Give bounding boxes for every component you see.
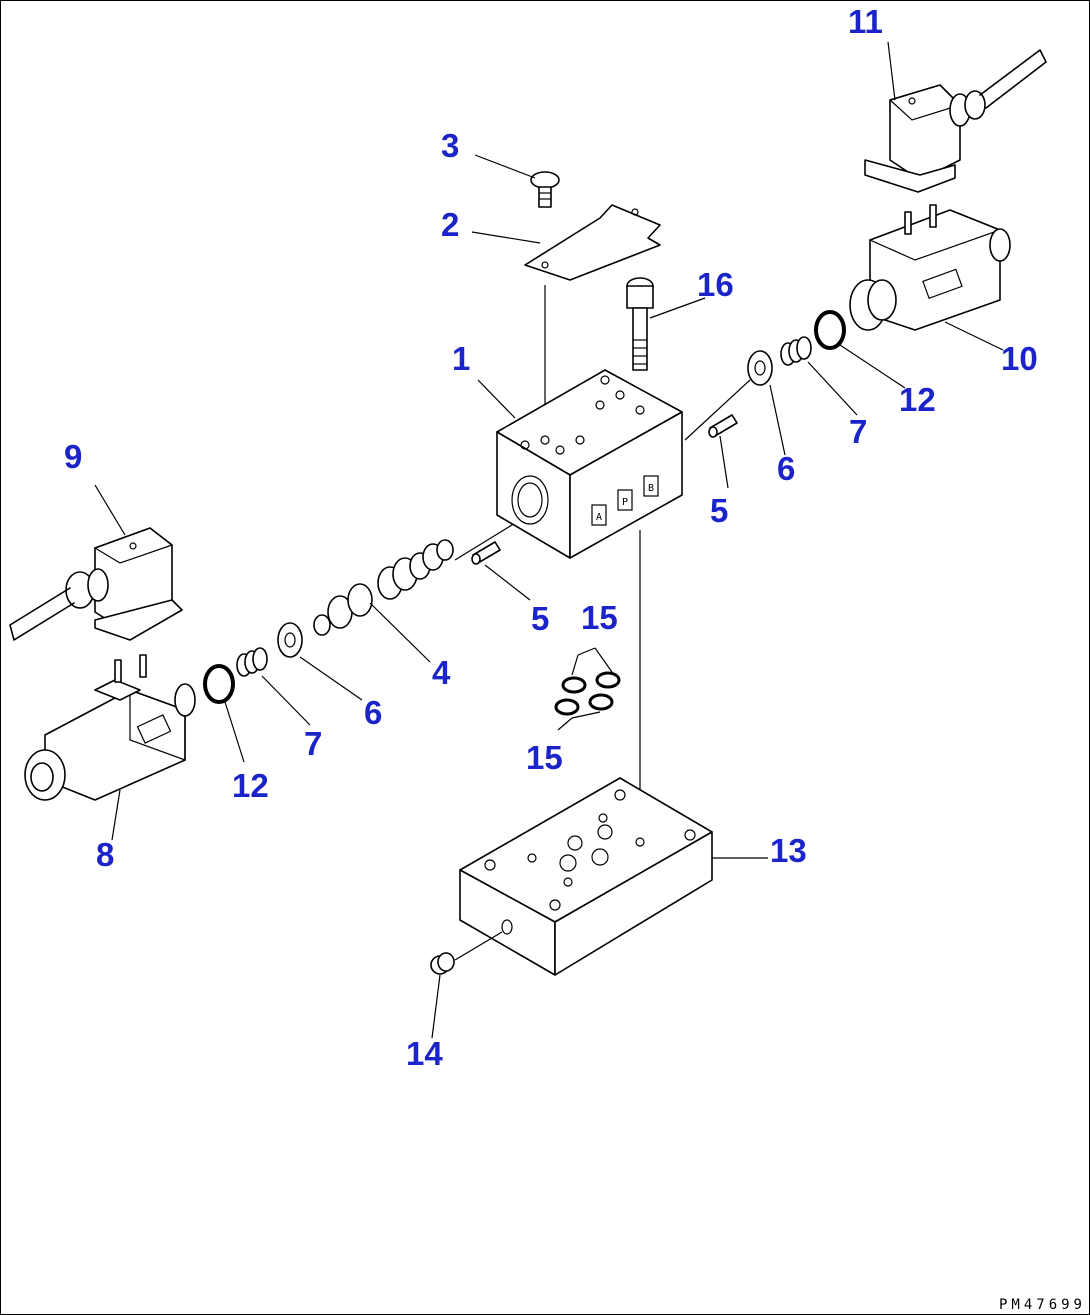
valve-body: A P B bbox=[496, 369, 683, 559]
drawing-code: PM47699 bbox=[998, 1297, 1086, 1313]
plate-screw bbox=[530, 171, 560, 208]
base-plate bbox=[454, 777, 713, 976]
spring-left bbox=[236, 647, 268, 677]
callout-5-right: 5 bbox=[710, 492, 728, 529]
callout-13: 13 bbox=[770, 832, 807, 869]
callout-6-left: 6 bbox=[364, 694, 382, 731]
callout-5-left: 5 bbox=[531, 600, 549, 637]
callout-10: 10 bbox=[1001, 340, 1038, 377]
callout-3: 3 bbox=[441, 127, 459, 164]
callout-6-right: 6 bbox=[777, 450, 795, 487]
callout-8: 8 bbox=[96, 836, 114, 873]
small-o-rings bbox=[554, 671, 621, 716]
name-plate bbox=[524, 204, 661, 281]
callout-15-top: 15 bbox=[581, 599, 618, 636]
callout-4: 4 bbox=[432, 654, 451, 691]
connector-right bbox=[864, 49, 1047, 193]
pin-left bbox=[471, 541, 501, 565]
port-label-p: P bbox=[622, 497, 628, 508]
callout-1: 1 bbox=[452, 340, 470, 377]
washer-right bbox=[747, 350, 773, 386]
port-label-a: A bbox=[596, 512, 602, 523]
callout-7-right: 7 bbox=[849, 413, 867, 450]
solenoid-right bbox=[849, 204, 1011, 331]
callout-7-left: 7 bbox=[304, 725, 322, 762]
callout-15-bottom: 15 bbox=[526, 739, 563, 776]
centerline-right bbox=[684, 379, 751, 441]
callout-9: 9 bbox=[64, 438, 82, 475]
leader-lines bbox=[94, 41, 1004, 1039]
o-ring-right bbox=[814, 310, 846, 350]
callout-2: 2 bbox=[441, 206, 459, 243]
centerline-left bbox=[454, 519, 521, 561]
o-ring-left bbox=[203, 664, 235, 704]
mounting-bolt bbox=[626, 277, 654, 371]
connector-left bbox=[9, 527, 183, 641]
callout-12-right: 12 bbox=[899, 381, 936, 418]
callout-14: 14 bbox=[406, 1035, 443, 1072]
solenoid-left bbox=[24, 654, 196, 801]
plug bbox=[430, 952, 455, 975]
callout-12-left: 12 bbox=[232, 767, 269, 804]
callout-11: 11 bbox=[848, 3, 883, 40]
pin-right bbox=[708, 414, 738, 438]
washer-left bbox=[277, 622, 303, 658]
callout-16: 16 bbox=[697, 266, 734, 303]
port-label-b: B bbox=[648, 483, 654, 494]
spring-right bbox=[780, 336, 812, 366]
valve-spool bbox=[313, 539, 454, 636]
